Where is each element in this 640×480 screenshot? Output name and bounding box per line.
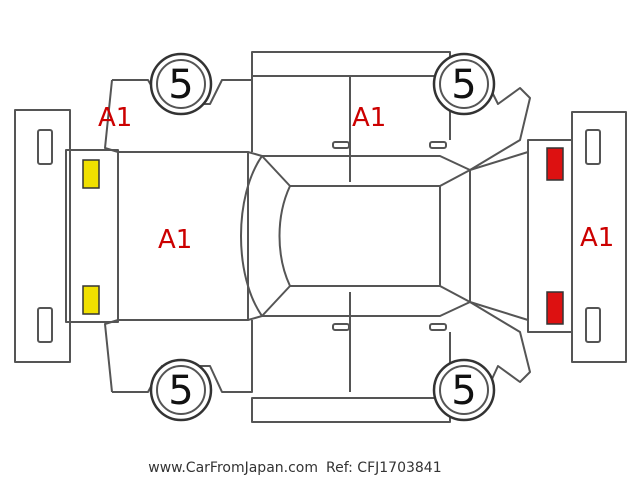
damage-code-hood: A1 <box>158 225 192 255</box>
rear-lamp-top <box>546 147 564 181</box>
front-bumper <box>14 109 71 363</box>
rear-lamps <box>546 147 564 325</box>
wheel-rear-left: 5 <box>432 52 496 116</box>
damage-code-left-rear-door: A1 <box>352 103 386 133</box>
wheel-front-right: 5 <box>149 358 213 422</box>
wheel-front-left-grade: 5 <box>168 62 193 108</box>
wheel-front-left: 5 <box>149 52 213 116</box>
damage-code-rear-bumper: A1 <box>580 223 614 253</box>
footer-site: www.CarFromJapan.com <box>148 460 318 476</box>
front-lamps <box>82 159 100 315</box>
front-lamp-bottom <box>82 285 100 315</box>
rear-lamp-bottom <box>546 291 564 325</box>
wheel-rear-right-grade: 5 <box>451 368 476 414</box>
wheel-rear-right: 5 <box>432 358 496 422</box>
footer-ref: Ref: CFJ1703841 <box>326 460 442 476</box>
wheel-front-right-grade: 5 <box>168 368 193 414</box>
damage-code-left-front-fender: A1 <box>98 103 132 133</box>
front-lamp-top <box>82 159 100 189</box>
car-body <box>65 51 573 423</box>
wheel-rear-left-grade: 5 <box>451 62 476 108</box>
